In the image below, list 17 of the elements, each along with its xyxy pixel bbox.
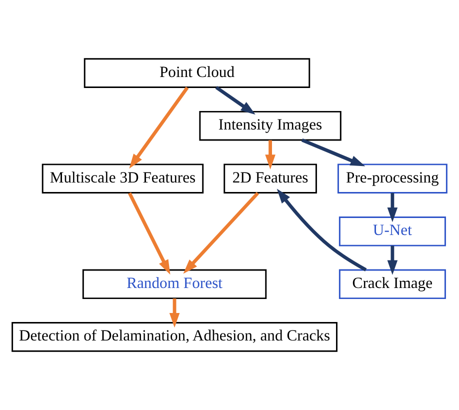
node-box: U-Net bbox=[338, 216, 446, 246]
node-box: Intensity Images bbox=[199, 110, 342, 141]
node-box: Multiscale 3D Features bbox=[42, 164, 204, 194]
arrow bbox=[183, 192, 260, 274]
node-box: 2D Features bbox=[224, 164, 317, 194]
node-box: Point Cloud bbox=[84, 58, 310, 88]
arrow bbox=[215, 86, 256, 115]
arrow bbox=[387, 246, 398, 275]
arrow bbox=[129, 86, 189, 169]
node-box: Pre-processing bbox=[337, 164, 448, 194]
node-box: Detection of Delamination, Adhesion, and Cracks bbox=[12, 322, 338, 352]
arrow bbox=[169, 298, 180, 328]
arrow bbox=[265, 140, 276, 170]
arrow bbox=[128, 192, 170, 275]
node-box: Random Forest bbox=[82, 269, 267, 300]
node-box: Crack Image bbox=[338, 269, 446, 300]
arrow bbox=[387, 192, 398, 222]
